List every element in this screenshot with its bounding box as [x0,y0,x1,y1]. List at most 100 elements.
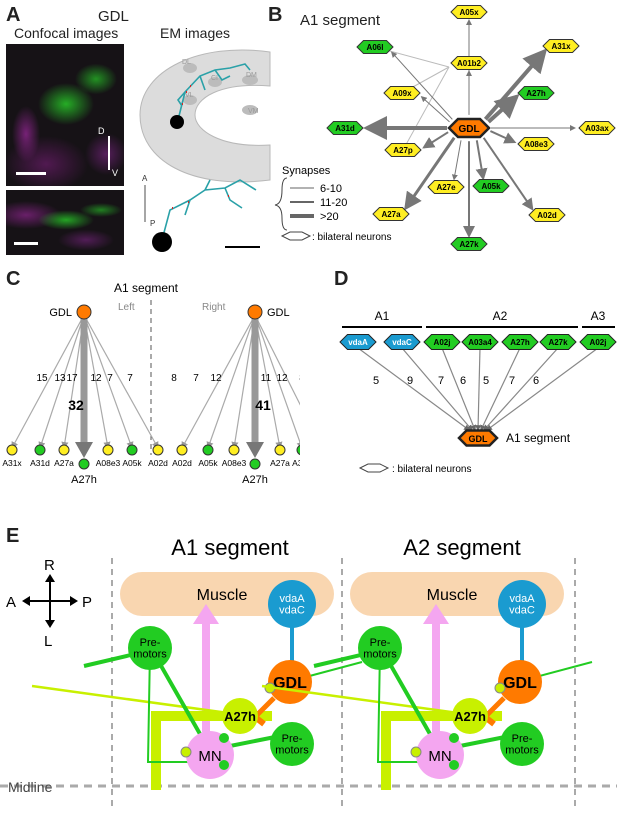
input-edge [441,347,476,432]
big-target-label: A27h [242,474,268,486]
sensory-neuron [268,580,316,628]
mn-synapse [449,760,459,770]
axis-p-label: P [150,219,155,228]
gdl-target-node: GDL [457,429,499,447]
edge-line [206,314,256,450]
gdl-node [76,304,92,320]
synapse-edge [420,96,450,123]
mn-arrowhead [193,604,219,624]
edge-weight: 12 [210,373,222,384]
edge-weight: 15 [36,373,48,384]
edge-weight: 12 [276,373,288,384]
target-node-A05k [202,444,214,456]
premotor-label: motors [363,649,397,661]
edge-weight: 8 [171,373,177,384]
neuron-node-A31d: A31d [326,121,364,135]
neuron-label: A31x [551,42,571,51]
premotor-label: Pre- [140,637,161,649]
neuron-node-A27e: A27e [427,180,465,194]
neuron-node-A06l: A06l [356,40,394,54]
input-node-vdaA: vdaA [339,334,377,350]
gdl-center-node: GDL [447,117,491,139]
em-soma-bottom [152,232,172,252]
synapse-edge [489,130,517,144]
premotor-axon [376,649,432,763]
input-node-A27k: A27k [539,334,577,350]
edges-b [363,19,576,238]
edge-weight: 5 [373,375,379,387]
a27h-crossing-axon [31,684,251,718]
neuron-label: A01b2 [457,59,482,68]
big-target-label: A27h [71,474,97,486]
panel-e-label: E [6,525,20,547]
neuron-label: A06l [367,43,384,52]
svg-text:A02j: A02j [434,338,451,347]
input-edge [357,347,470,431]
compass-p: P [82,594,92,611]
mn-muscle-arrow [432,620,440,732]
muscle-label: Muscle [197,587,248,604]
a27h-label: A27h [454,709,486,724]
mn-label: MN [428,748,451,765]
mn-label: MN [198,748,221,765]
axis-v-label: V [112,168,119,178]
svg-text:vdaC: vdaC [392,338,412,347]
edge-weight: 6 [533,375,539,387]
gdl-inhibitory-axon [254,696,276,718]
edge-weight: 7 [438,375,444,387]
premotor-label: Pre- [512,733,533,745]
dv-axis-arrow [108,136,110,170]
target-label: A31x [2,458,22,468]
legend-item-11-20: 11-20 [320,197,347,209]
neuron-node-A31x: A31x [542,39,580,53]
svg-text:A27h: A27h [510,338,530,347]
midline-label: Midline [8,779,53,795]
target-node-A02d [152,444,164,456]
target-label: A27a [54,458,74,468]
neuron-node-A02d: A02d [528,208,566,222]
panel-b-title: A1 segment [300,12,381,29]
compass-l: L [44,633,52,650]
neuropil-vm [242,105,258,115]
input-node-A02j: A02j [423,334,461,350]
edge-arrowhead [246,442,264,458]
neuron-label: A27p [393,146,413,155]
edge-weight: 7 [127,373,133,384]
target-node-A08e3 [228,444,240,456]
edge-line [83,314,111,450]
confocal-title: Confocal images [14,25,119,41]
confocal-image-top: D V [6,44,124,186]
gdl-label: GDL [503,675,537,692]
legend-item-gt20: >20 [320,211,339,223]
mn-synapse [180,746,192,758]
neuron-label: A31d [335,124,355,133]
edge-weight: 7 [509,375,515,387]
neuron-label: A27a [381,210,401,219]
svg-text:A03a4: A03a4 [468,338,492,347]
synapse-edge [487,94,520,124]
a27h-crossing-axon [261,684,481,718]
a27h-neuron [222,698,258,734]
edge-line [181,314,256,450]
em-label-vl: VL [185,92,194,99]
target-label: A05k [198,458,218,468]
neuron-node-A05k: A05k [472,179,510,193]
a2-segment-title: A2 segment [403,535,520,560]
gdl-node-label: GDL [49,307,72,319]
edge-line [254,314,283,450]
svg-text:A27k: A27k [548,338,568,347]
neuron-node-A27h: A27h [517,86,555,100]
em-neuron-red-dots [182,85,191,105]
edge-weight: 9 [407,375,413,387]
target-node-A31d [296,444,300,456]
neuron-label: A05k [481,182,501,191]
synapse-edge [404,136,456,211]
big-weight: 41 [255,397,271,413]
input-edge [402,66,450,151]
neuropil-dl [183,63,197,73]
axis-a-label: A [142,174,148,183]
gdl-inhibitory-axon [484,696,506,718]
mn-synapse [449,733,459,743]
segment-a3-label: A3 [591,309,606,323]
gdl-neuron [498,660,542,704]
